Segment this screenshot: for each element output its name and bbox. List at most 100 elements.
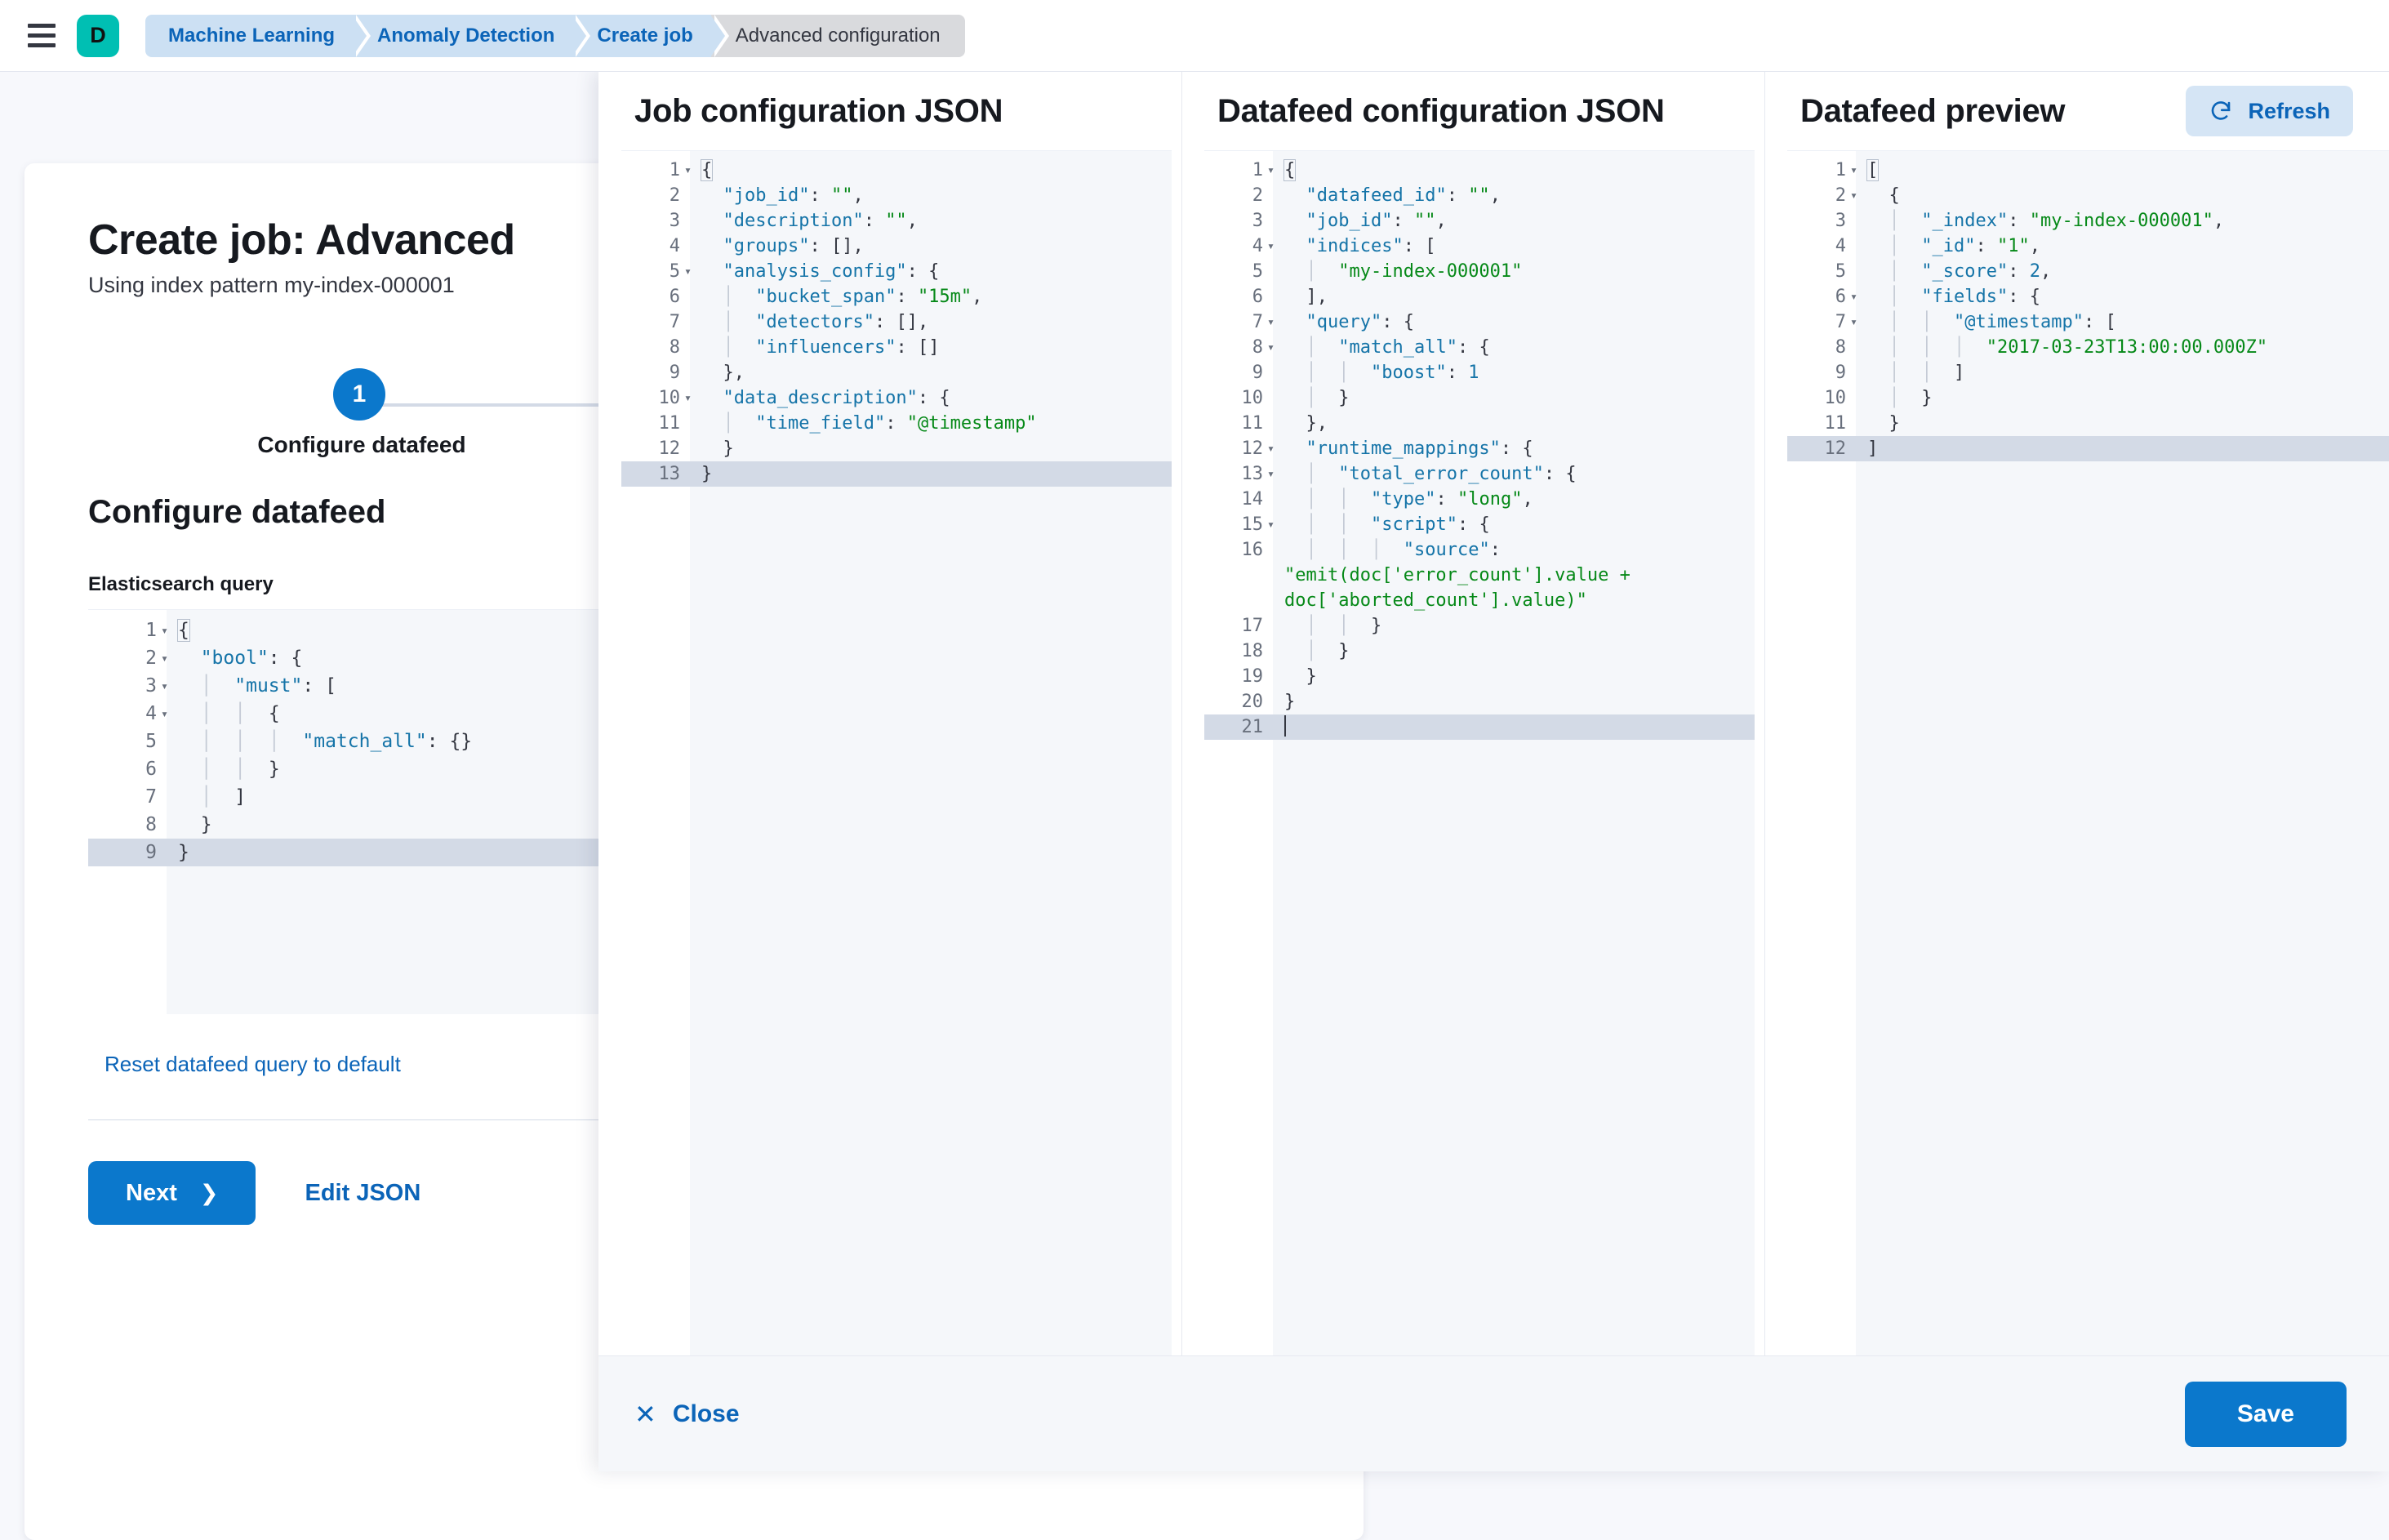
editor-line[interactable]: 13▾ │ "total_error_count": {: [1204, 461, 1755, 487]
editor-line-code[interactable]: │ "bucket_span": "15m",: [723, 287, 983, 307]
editor-line[interactable]: 21: [1204, 714, 1755, 740]
editor-line[interactable]: 3 │ "_index": "my-index-000001",: [1787, 208, 2389, 234]
editor-line[interactable]: 12]: [1787, 436, 2389, 461]
save-button[interactable]: Save: [2184, 1381, 2347, 1447]
editor-line[interactable]: 1▾{: [1204, 158, 1755, 183]
fold-toggle-icon[interactable]: ▾: [160, 651, 168, 665]
editor-code-area[interactable]: 1▾{2 "job_id": "",3 "description": "",4 …: [621, 151, 1172, 487]
editor-code-area[interactable]: 1▾[2▾ {3 │ "_index": "my-index-000001",4…: [1787, 151, 2389, 461]
editor-line-code[interactable]: ],: [1306, 287, 1328, 307]
editor-line-code[interactable]: "indices": [: [1306, 236, 1436, 256]
editor-line[interactable]: 6 │ │ }: [88, 755, 1231, 783]
fold-toggle-icon[interactable]: ▾: [1849, 162, 1857, 177]
editor-line[interactable]: 6▾ │ "fields": {: [1787, 284, 2389, 309]
editor-line[interactable]: 3▾ │ "must": [: [88, 672, 1231, 700]
fold-toggle-icon[interactable]: ▾: [683, 162, 692, 177]
editor-line[interactable]: 2 "datafeed_id": "",: [1204, 183, 1755, 208]
editor-line[interactable]: 10▾ "data_description": {: [621, 385, 1172, 411]
editor-line[interactable]: 20}: [1204, 689, 1755, 714]
editor-line-code[interactable]: {: [700, 159, 714, 181]
refresh-button[interactable]: Refresh: [2186, 86, 2353, 136]
editor-line-code[interactable]: }: [1284, 692, 1296, 712]
editor-line-code[interactable]: },: [1306, 413, 1328, 434]
editor-line[interactable]: 11 },: [1204, 411, 1755, 436]
editor-line-code[interactable]: [1273, 714, 1755, 740]
editor-line-code[interactable]: │ │ "@timestamp": [: [1889, 312, 2116, 332]
editor-line-code[interactable]: {: [1283, 159, 1297, 181]
editor-line-code[interactable]: │ "_index": "my-index-000001",: [1889, 211, 2225, 231]
editor-line[interactable]: 1▾{: [621, 158, 1172, 183]
editor-line-code[interactable]: │ "must": [: [200, 675, 336, 697]
fold-toggle-icon[interactable]: ▾: [683, 390, 692, 405]
editor-line[interactable]: 1▾{: [88, 616, 1231, 644]
editor-line-code[interactable]: │ ]: [200, 786, 247, 808]
fold-toggle-icon[interactable]: ▾: [1266, 314, 1275, 329]
hamburger-icon[interactable]: [24, 19, 59, 53]
editor-line-code[interactable]: ]: [1867, 438, 1879, 459]
editor-line-code[interactable]: │ │ "script": {: [1306, 514, 1490, 535]
editor-line-code[interactable]: │ │ {: [200, 703, 280, 724]
editor-line[interactable]: 8 │ "influencers": []: [621, 335, 1172, 360]
editor-line-code[interactable]: "query": {: [1306, 312, 1414, 332]
editor-line[interactable]: 14 │ │ "type": "long",: [1204, 487, 1755, 512]
edit-json-button[interactable]: Edit JSON: [305, 1179, 421, 1206]
editor-code-area[interactable]: 1▾{2 "datafeed_id": "",3 "job_id": "",4▾…: [1204, 151, 1755, 740]
editor-line[interactable]: 4▾ │ │ {: [88, 700, 1231, 728]
editor-line[interactable]: 7▾ │ │ "@timestamp": [: [1787, 309, 2389, 335]
editor-line[interactable]: 9 │ │ ]: [1787, 360, 2389, 385]
editor-line[interactable]: 4 "groups": [],: [621, 234, 1172, 259]
editor-line-code[interactable]: │ │ "boost": 1: [1306, 363, 1479, 383]
editor-line[interactable]: 9 │ │ "boost": 1: [1204, 360, 1755, 385]
editor-line-code[interactable]: "groups": [],: [723, 236, 864, 256]
fold-toggle-icon[interactable]: ▾: [1266, 162, 1275, 177]
editor-line-code[interactable]: │ "total_error_count": {: [1306, 464, 1577, 484]
next-button[interactable]: Next ❯: [88, 1161, 256, 1225]
editor-line-code[interactable]: }: [200, 814, 212, 835]
fold-toggle-icon[interactable]: ▾: [160, 679, 168, 693]
editor-line-code[interactable]: },: [723, 363, 745, 383]
editor-line[interactable]: 2 "job_id": "",: [621, 183, 1172, 208]
fold-toggle-icon[interactable]: ▾: [1266, 517, 1275, 532]
editor-line-code[interactable]: │ "influencers": []: [723, 337, 940, 358]
editor-line[interactable]: 3 "description": "",: [621, 208, 1172, 234]
editor-line-code[interactable]: "bool": {: [200, 648, 303, 669]
editor-line-code[interactable]: │ "my-index-000001": [1306, 261, 1523, 282]
editor-line[interactable]: 17 │ │ }: [1204, 613, 1755, 639]
editor-line[interactable]: 11 }: [1787, 411, 2389, 436]
editor-line[interactable]: 7 │ "detectors": [],: [621, 309, 1172, 335]
editor-line[interactable]: 11 │ "time_field": "@timestamp": [621, 411, 1172, 436]
editor-line-code[interactable]: }: [1889, 413, 1900, 434]
editor-line-code[interactable]: │ │ ]: [1889, 363, 1965, 383]
editor-line-code[interactable]: {: [177, 619, 190, 642]
editor-line[interactable]: 16 │ │ │ "source": "emit(doc['error_coun…: [1204, 537, 1755, 613]
editor-line[interactable]: 2▾ "bool": {: [88, 644, 1231, 672]
editor-line-code[interactable]: "data_description": {: [723, 388, 950, 408]
editor-line-code[interactable]: "job_id": "",: [723, 185, 864, 206]
editor-line[interactable]: 10 │ }: [1787, 385, 2389, 411]
editor-line-code[interactable]: │ │ │ "source": "emit(doc['error_count']…: [1284, 540, 1642, 611]
editor-line[interactable]: 7 │ ]: [88, 783, 1231, 811]
editor-line-code[interactable]: │ "_score": 2,: [1889, 261, 2052, 282]
stepper-step-1[interactable]: 1: [333, 368, 385, 421]
fold-toggle-icon[interactable]: ▾: [1266, 466, 1275, 481]
editor-line[interactable]: 4▾ "indices": [: [1204, 234, 1755, 259]
editor-line[interactable]: 5▾ "analysis_config": {: [621, 259, 1172, 284]
editor-line-code[interactable]: "description": "",: [723, 211, 918, 231]
editor-line[interactable]: 13}: [621, 461, 1172, 487]
editor-line[interactable]: 3 "job_id": "",: [1204, 208, 1755, 234]
editor-line[interactable]: 10 │ }: [1204, 385, 1755, 411]
editor-line-code[interactable]: }: [723, 438, 734, 459]
fold-toggle-icon[interactable]: ▾: [1849, 289, 1857, 304]
editor-line-code[interactable]: "runtime_mappings": {: [1306, 438, 1533, 459]
editor-line-code[interactable]: │ "match_all": {: [1306, 337, 1490, 358]
editor-line[interactable]: 5 │ │ │ "match_all": {}: [88, 728, 1231, 755]
breadcrumb-item-1[interactable]: Anomaly Detection: [353, 14, 591, 57]
editor-line[interactable]: 2▾ {: [1787, 183, 2389, 208]
editor-line-code[interactable]: │ │ }: [200, 759, 280, 780]
editor-line-code[interactable]: [: [1866, 159, 1880, 181]
job-configuration-editor[interactable]: 1▾{2 "job_id": "",3 "description": "",4 …: [621, 150, 1172, 1355]
editor-line[interactable]: 18 │ }: [1204, 639, 1755, 664]
datafeed-configuration-editor[interactable]: 1▾{2 "datafeed_id": "",3 "job_id": "",4▾…: [1204, 150, 1755, 1355]
breadcrumb-item-2[interactable]: Create job: [572, 14, 730, 57]
editor-line-code[interactable]: │ }: [1889, 388, 1933, 408]
